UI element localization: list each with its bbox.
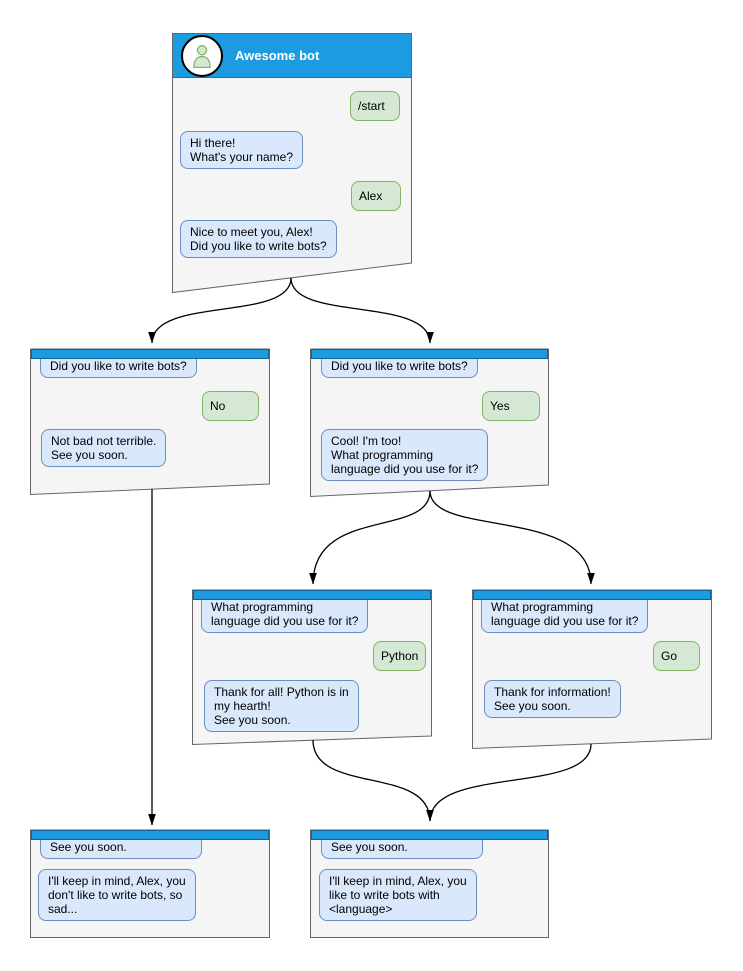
person-icon [193,44,211,68]
branch-yes-reply: Cool! I'm too! What programming language… [321,429,489,481]
arrow-yes-to-go [429,490,595,585]
arrow-go-to-end [429,743,592,822]
branch-python-titlebar [193,590,431,600]
user-message-start: /start [350,91,400,121]
branch-go-answer: Go [653,641,700,671]
end-yes-titlebar [311,830,548,840]
end-yes-reply: I'll keep in mind, Alex, you like to wri… [319,869,477,921]
arrow-python-to-end [312,739,434,822]
branch-python-answer: Python [373,641,426,671]
end-no-titlebar [31,830,269,840]
branch-no-titlebar [31,349,269,359]
main-window-title: Awesome bot [235,48,320,63]
branch-yes-titlebar [311,349,548,359]
bot-message-ask-bots: Nice to meet you, Alex! Did you like to … [180,220,337,258]
branch-no-reply: Not bad not terrible. See you soon. [41,429,167,467]
branch-python-question: What programming language did you use fo… [201,595,369,633]
branch-no-answer: No [202,391,259,421]
end-no-reply: I'll keep in mind, Alex, you don't like … [38,869,196,921]
arrow-yes-to-python [309,490,431,585]
branch-go-reply: Thank for information! See you soon. [484,680,621,718]
branch-python-reply: Thank for all! Python is in my hearth! S… [204,680,359,732]
main-window-titlebar: Awesome bot [173,34,411,78]
bot-message-greeting: Hi there! What's your name? [180,131,304,169]
branch-yes-answer: Yes [482,391,540,421]
arrow-main-to-yes [290,277,434,344]
arrow-main-to-no [148,277,292,344]
user-message-name: Alex [351,181,401,211]
bot-avatar [181,34,223,77]
branch-go-titlebar [473,590,711,600]
branch-go-question: What programming language did you use fo… [481,595,649,633]
